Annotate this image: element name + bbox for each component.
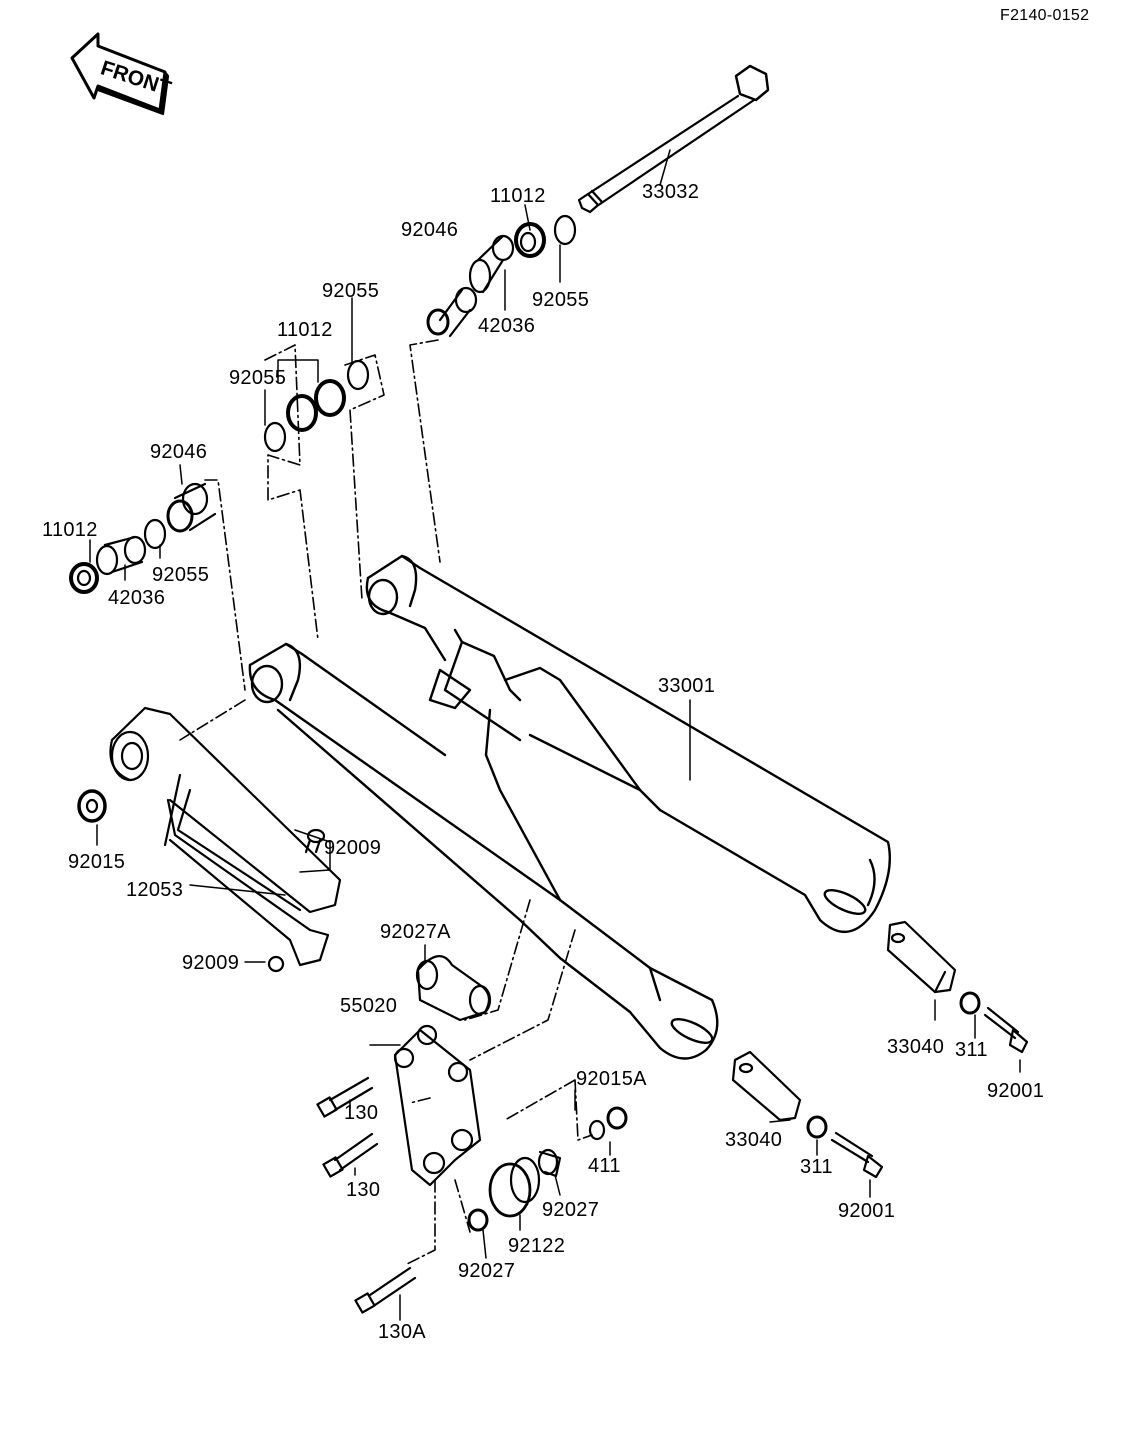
part-label-33001: 33001 xyxy=(658,675,716,697)
circlip-ring xyxy=(263,421,287,453)
part-label-311: 311 xyxy=(955,1039,988,1061)
adjuster-bolt xyxy=(830,1006,1029,1179)
circlip-ring xyxy=(346,359,370,391)
chain-adjuster xyxy=(886,920,957,994)
chain-adjuster xyxy=(731,1050,802,1122)
part-label-92027: 92027 xyxy=(542,1199,600,1221)
part-label-311: 311 xyxy=(800,1156,833,1178)
part-label-92001: 92001 xyxy=(838,1200,896,1222)
assembly-lines xyxy=(179,339,593,1266)
part-label-92015A: 92015A xyxy=(576,1068,647,1090)
part-label-130: 130 xyxy=(346,1179,381,1201)
part-label-92009: 92009 xyxy=(324,837,382,859)
sleeve-collar xyxy=(468,234,515,294)
washer-nut xyxy=(588,1106,628,1141)
part-label-11012: 11012 xyxy=(277,319,333,341)
part-label-92001: 92001 xyxy=(987,1080,1045,1102)
part-label-92015: 92015 xyxy=(68,851,126,873)
part-label-92046: 92046 xyxy=(401,219,459,241)
part-label-33040: 33040 xyxy=(887,1036,945,1058)
part-label-411: 411 xyxy=(588,1155,621,1177)
screw-part xyxy=(267,828,326,973)
part-label-33032: 33032 xyxy=(642,181,700,203)
bearing-part xyxy=(514,222,546,258)
circlip-ring xyxy=(553,214,577,246)
nut-part xyxy=(806,991,981,1139)
part-label-11012: 11012 xyxy=(42,519,98,541)
swingarm xyxy=(248,554,891,1060)
figure-code: F2140-0152 xyxy=(1000,7,1090,24)
bolt-part xyxy=(316,1076,417,1314)
part-label-92027A: 92027A xyxy=(380,921,451,943)
link-collar xyxy=(415,955,492,1022)
part-label-11012: 11012 xyxy=(490,185,546,207)
nut-part xyxy=(77,789,107,823)
part-label-42036: 42036 xyxy=(478,315,536,337)
rocker-plate xyxy=(393,1024,482,1187)
bearing-part xyxy=(286,379,346,432)
part-label-92055: 92055 xyxy=(532,289,590,311)
leader-lines xyxy=(89,149,1021,1321)
part-label-92046: 92046 xyxy=(150,441,208,463)
front-arrow-icon: FRONT xyxy=(70,32,174,116)
part-label-92009: 92009 xyxy=(182,952,240,974)
bearing-part xyxy=(69,562,99,594)
part-label-92055: 92055 xyxy=(229,367,287,389)
part-label-92055: 92055 xyxy=(152,564,210,586)
bushing-part xyxy=(467,1148,562,1232)
part-label-55020: 55020 xyxy=(340,995,398,1017)
needle-bearing xyxy=(426,286,478,338)
chain-guard xyxy=(109,706,342,967)
part-label-33040: 33040 xyxy=(725,1129,783,1151)
circlip-ring xyxy=(143,518,167,550)
part-label-42036: 42036 xyxy=(108,587,166,609)
part-label-92122: 92122 xyxy=(508,1235,566,1257)
part-label-130: 130 xyxy=(344,1102,379,1124)
part-label-130A: 130A xyxy=(378,1321,426,1343)
pivot-shaft xyxy=(577,64,770,214)
part-label-12053: 12053 xyxy=(126,879,184,901)
part-label-92055: 92055 xyxy=(322,280,380,302)
needle-bearing xyxy=(166,482,217,533)
part-label-92027: 92027 xyxy=(458,1260,516,1282)
sleeve-collar xyxy=(95,535,147,576)
